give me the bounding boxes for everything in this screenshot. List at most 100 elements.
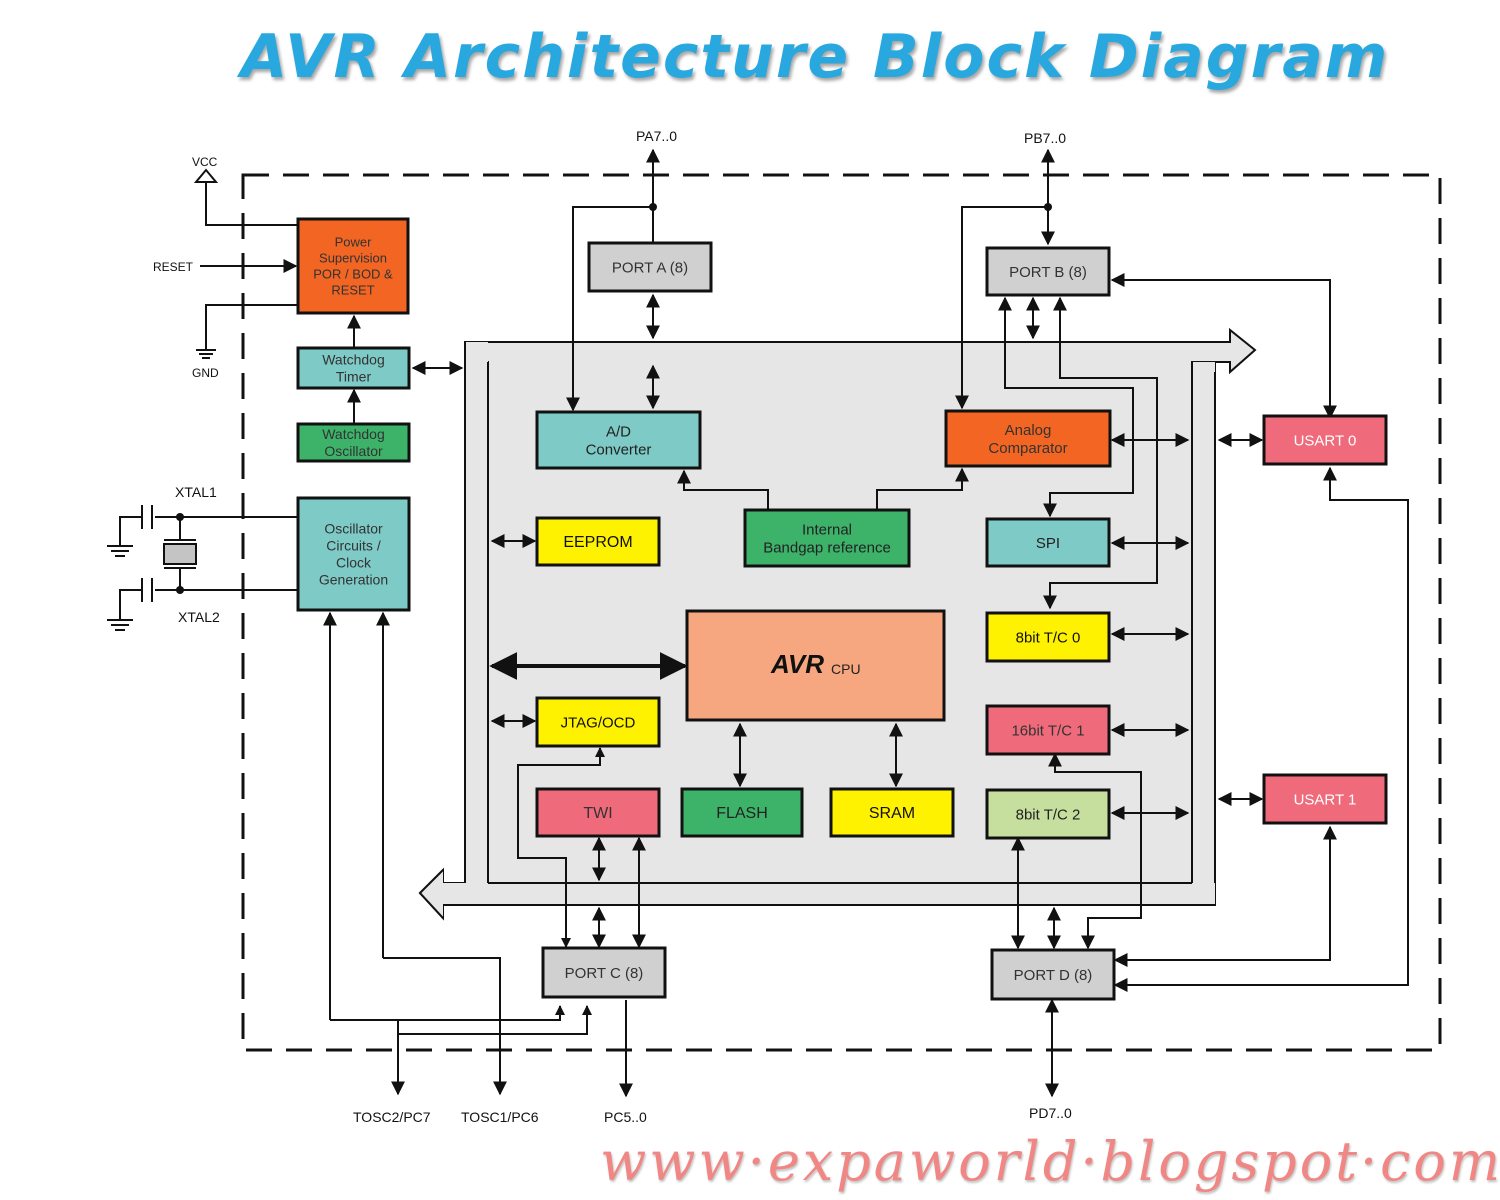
diagram-title: AVR Architecture Block Diagram [240, 22, 1390, 92]
analog-comparator-block-label: Comparator [988, 440, 1067, 457]
pin-tosc1: TOSC1/PC6 [461, 1109, 539, 1125]
ground-symbols [107, 349, 216, 631]
pin-gnd: GND [192, 366, 219, 380]
crystal [163, 539, 197, 569]
watchdog-timer-block-box [296, 346, 411, 390]
watchdog-timer-block-label: Watchdog [322, 351, 385, 367]
oscillator-clock-block-label: Generation [319, 571, 388, 587]
pin-pd: PD7..0 [1029, 1105, 1072, 1121]
port-a-block-label: PORT A (8) [612, 259, 688, 276]
eeprom-block-label: EEPROM [563, 534, 632, 551]
sram-block: SRAM [829, 787, 955, 838]
junction-dots [176, 203, 1052, 594]
twi-block-label: TWI [583, 805, 612, 822]
analog-comparator-block-label: Analog [1005, 422, 1052, 439]
usart-1-block-label: USART 1 [1294, 791, 1357, 808]
eeprom-block-box [535, 516, 661, 567]
bandgap-reference-block-box [743, 508, 911, 568]
pin-xtal1: XTAL1 [175, 484, 217, 500]
flash-block-label: FLASH [716, 805, 768, 822]
oscillator-clock-block-label: Clock [336, 554, 372, 570]
flash-block-box [680, 787, 804, 838]
jtag-ocd-block-label: JTAG/OCD [561, 714, 636, 731]
timer-counter-1-block-box [985, 704, 1111, 756]
watchdog-oscillator-block-box [296, 422, 411, 463]
pin-pb: PB7..0 [1024, 130, 1066, 146]
oscillator-clock-block-label: Oscillator [324, 520, 383, 536]
timer-counter-1-block: 16bit T/C 1 [985, 704, 1111, 756]
pin-labels: VCC RESET GND XTAL1 XTAL2 PA7..0 PB7..0 … [153, 128, 1072, 1125]
port-d-block-box [990, 948, 1116, 1001]
sram-block-box [829, 787, 955, 838]
analog-comparator-block-box [944, 409, 1112, 468]
pin-pa: PA7..0 [636, 128, 677, 144]
adc-block-label: A/D [606, 423, 631, 440]
bandgap-reference-block-label: Bandgap reference [763, 539, 891, 556]
oscillator-clock-block-label: Circuits / [326, 537, 381, 553]
timer-counter-0-block: 8bit T/C 0 [985, 611, 1111, 663]
power-supervision-block-label: Power [335, 235, 373, 250]
spi-block-box [985, 517, 1111, 568]
spi-block-label: SPI [1036, 535, 1060, 552]
twi-block-box [535, 787, 661, 838]
power-supervision-block-box [296, 217, 410, 315]
port-a-block: PORT A (8) [587, 241, 713, 293]
power-supervision-block-label: Supervision [319, 251, 387, 266]
port-c-block-box [541, 946, 667, 999]
power-supervision-block-label: RESET [331, 283, 374, 298]
port-b-block-box [985, 246, 1111, 297]
eeprom-block: EEPROM [535, 516, 661, 567]
usart-0-block: USART 0 [1262, 414, 1388, 466]
port-d-block-label: PORT D (8) [1014, 967, 1093, 984]
oscillator-clock-block-box [296, 496, 411, 612]
avr-cpu-box [685, 609, 946, 722]
port-a-block-box [587, 241, 713, 293]
port-d-block: PORT D (8) [990, 948, 1116, 1001]
connections [155, 148, 1409, 1098]
cpu-label: CPU [831, 661, 861, 677]
usart-1-block: USART 1 [1262, 773, 1388, 825]
jtag-ocd-block-box [535, 696, 661, 748]
usart-0-block-label: USART 0 [1294, 432, 1357, 449]
flash-block: FLASH [680, 787, 804, 838]
timer-counter-2-block-box [985, 788, 1111, 840]
jtag-ocd-block: JTAG/OCD [535, 696, 661, 748]
usart-1-block-box [1262, 773, 1388, 825]
port-b-block-label: PORT B (8) [1009, 264, 1087, 281]
timer-counter-0-block-label: 8bit T/C 0 [1016, 629, 1081, 646]
power-supervision-block-label: POR / BOD & [313, 267, 393, 282]
spi-block: SPI [985, 517, 1111, 568]
avr-cpu-block: AVR CPU [685, 609, 946, 722]
usart-0-block-box [1262, 414, 1388, 466]
adc-block-label: Converter [586, 441, 652, 458]
twi-block: TWI [535, 787, 661, 838]
port-c-block-label: PORT C (8) [565, 965, 644, 982]
pin-tosc2: TOSC2/PC7 [353, 1109, 431, 1125]
pin-pc: PC5..0 [604, 1109, 647, 1125]
watchdog-oscillator-block-label: Oscillator [324, 443, 383, 459]
watchdog-oscillator-block-label: Watchdog [322, 426, 385, 442]
pin-reset: RESET [153, 260, 194, 274]
pin-xtal2: XTAL2 [178, 609, 220, 625]
timer-counter-1-block-label: 16bit T/C 1 [1011, 722, 1084, 739]
footer-url: www·expaworld·blogspot·com [600, 1130, 1500, 1193]
bandgap-reference-block-label: Internal [802, 521, 852, 538]
pin-vcc: VCC [192, 155, 218, 169]
port-c-block: PORT C (8) [541, 946, 667, 999]
adc-block-box [535, 410, 702, 470]
timer-counter-0-block-box [985, 611, 1111, 663]
vcc-symbol [193, 168, 219, 183]
avr-logo: AVR [770, 649, 824, 679]
port-b-block: PORT B (8) [985, 246, 1111, 297]
sram-block-label: SRAM [869, 805, 915, 822]
capacitors [141, 505, 153, 602]
